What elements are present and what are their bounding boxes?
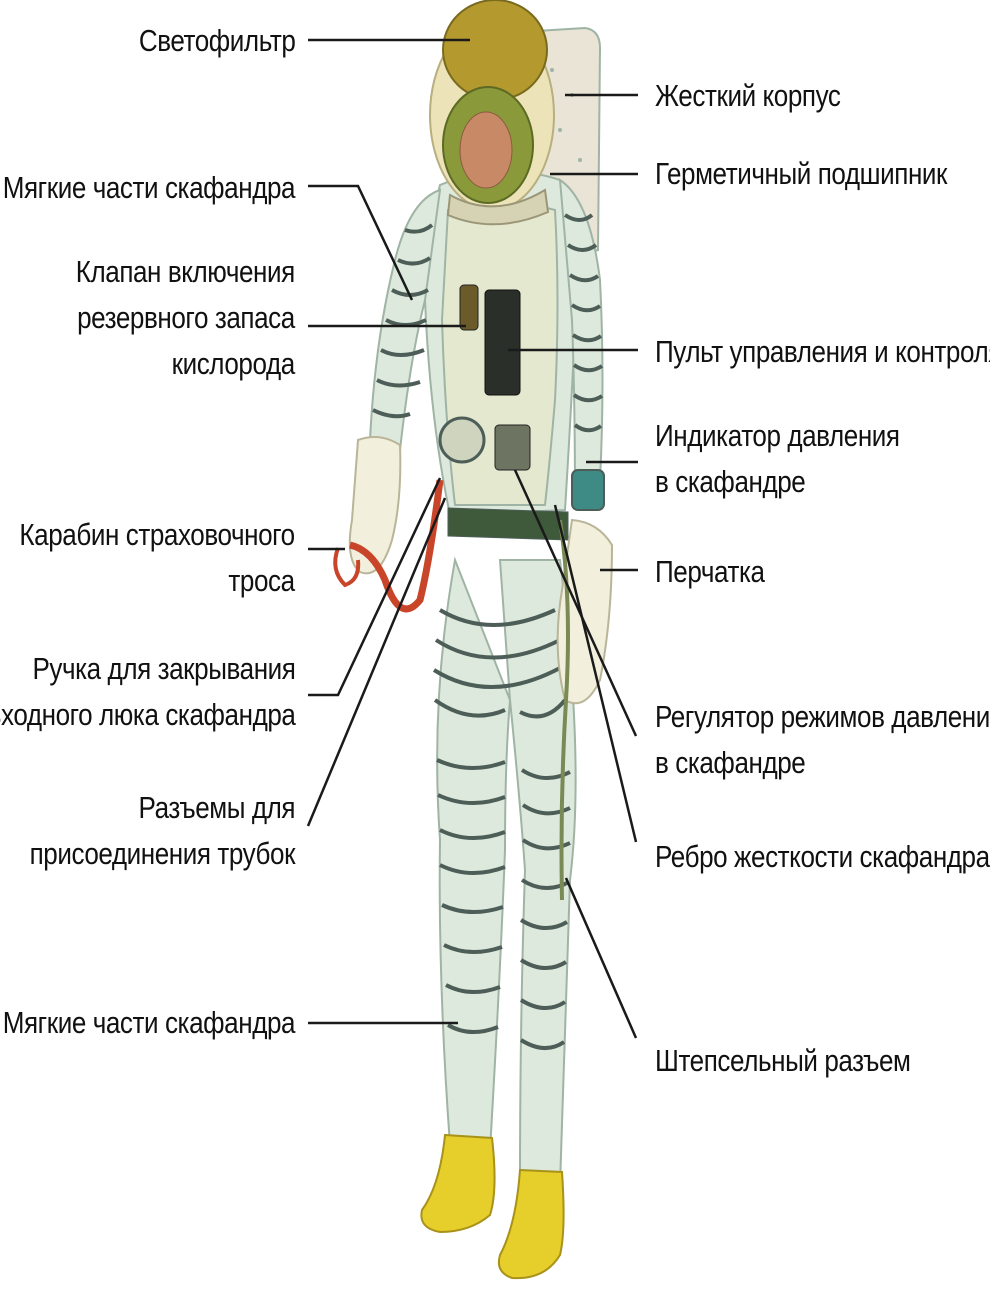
label-line: троса	[20, 558, 295, 604]
right-boot	[499, 1170, 564, 1278]
label-visor-filter: Светофильтр	[138, 18, 295, 64]
label-stiffening-rib: Ребро жесткости скафандра	[655, 834, 990, 880]
label-line: Разъемы для	[29, 785, 295, 831]
label-line: Пульт управления и контроля	[655, 329, 990, 375]
label-line: Мягкие части скафандра	[3, 165, 295, 211]
label-soft-parts-upper: Мягкие части скафандра	[3, 165, 295, 211]
face	[460, 112, 512, 188]
label-line: Светофильтр	[138, 18, 295, 64]
label-line: Ручка для закрывания	[0, 646, 295, 692]
label-line: Герметичный подшипник	[655, 151, 947, 197]
label-line: входного люка скафандра	[0, 692, 295, 738]
belt	[448, 508, 568, 540]
label-reserve-oxygen-valve: Клапан включениярезервного запасакислоро…	[76, 249, 295, 387]
label-line: присоединения трубок	[29, 831, 295, 877]
label-line: в скафандре	[655, 459, 900, 505]
label-pressure-indicator: Индикатор давленияв скафандре	[655, 413, 900, 505]
control-panel	[485, 290, 520, 395]
left-boot	[421, 1135, 494, 1232]
label-line: Штепсельный разъем	[655, 1038, 911, 1084]
label-tube-connectors: Разъемы дляприсоединения трубок	[29, 785, 295, 877]
label-line: Индикатор давления	[655, 413, 900, 459]
label-line: Мягкие части скафандра	[3, 1000, 295, 1046]
label-control-panel: Пульт управления и контроля	[655, 329, 990, 375]
label-line: Жесткий корпус	[655, 73, 840, 119]
label-tether-carabiner: Карабин страховочноготроса	[20, 512, 295, 604]
label-line: Карабин страховочного	[20, 512, 295, 558]
label-soft-parts-lower: Мягкие части скафандра	[3, 1000, 295, 1046]
label-glove: Перчатка	[655, 549, 765, 595]
left-glove	[350, 437, 401, 573]
leader-plug-connector	[566, 878, 636, 1038]
label-line: в скафандре	[655, 740, 990, 786]
label-pressure-mode-regulator: Регулятор режимов давленияв скафандре	[655, 694, 990, 786]
label-line: Перчатка	[655, 549, 765, 595]
pressure-regulator	[495, 425, 530, 470]
label-line: кислорода	[76, 341, 295, 387]
reserve-oxygen-valve	[460, 285, 478, 330]
label-plug-connector: Штепсельный разъем	[655, 1038, 911, 1084]
label-sealed-bearing: Герметичный подшипник	[655, 151, 947, 197]
wrist-band	[572, 470, 604, 510]
visor-filter	[443, 0, 547, 100]
label-line: Ребро жесткости скафандра	[655, 834, 990, 880]
label-line: Клапан включения	[76, 249, 295, 295]
label-line: Регулятор режимов давления	[655, 694, 990, 740]
label-hard-shell: Жесткий корпус	[655, 73, 840, 119]
pressure-dial	[440, 418, 484, 462]
label-line: резервного запаса	[76, 295, 295, 341]
label-hatch-handle: Ручка для закрываниявходного люка скафан…	[0, 646, 295, 738]
